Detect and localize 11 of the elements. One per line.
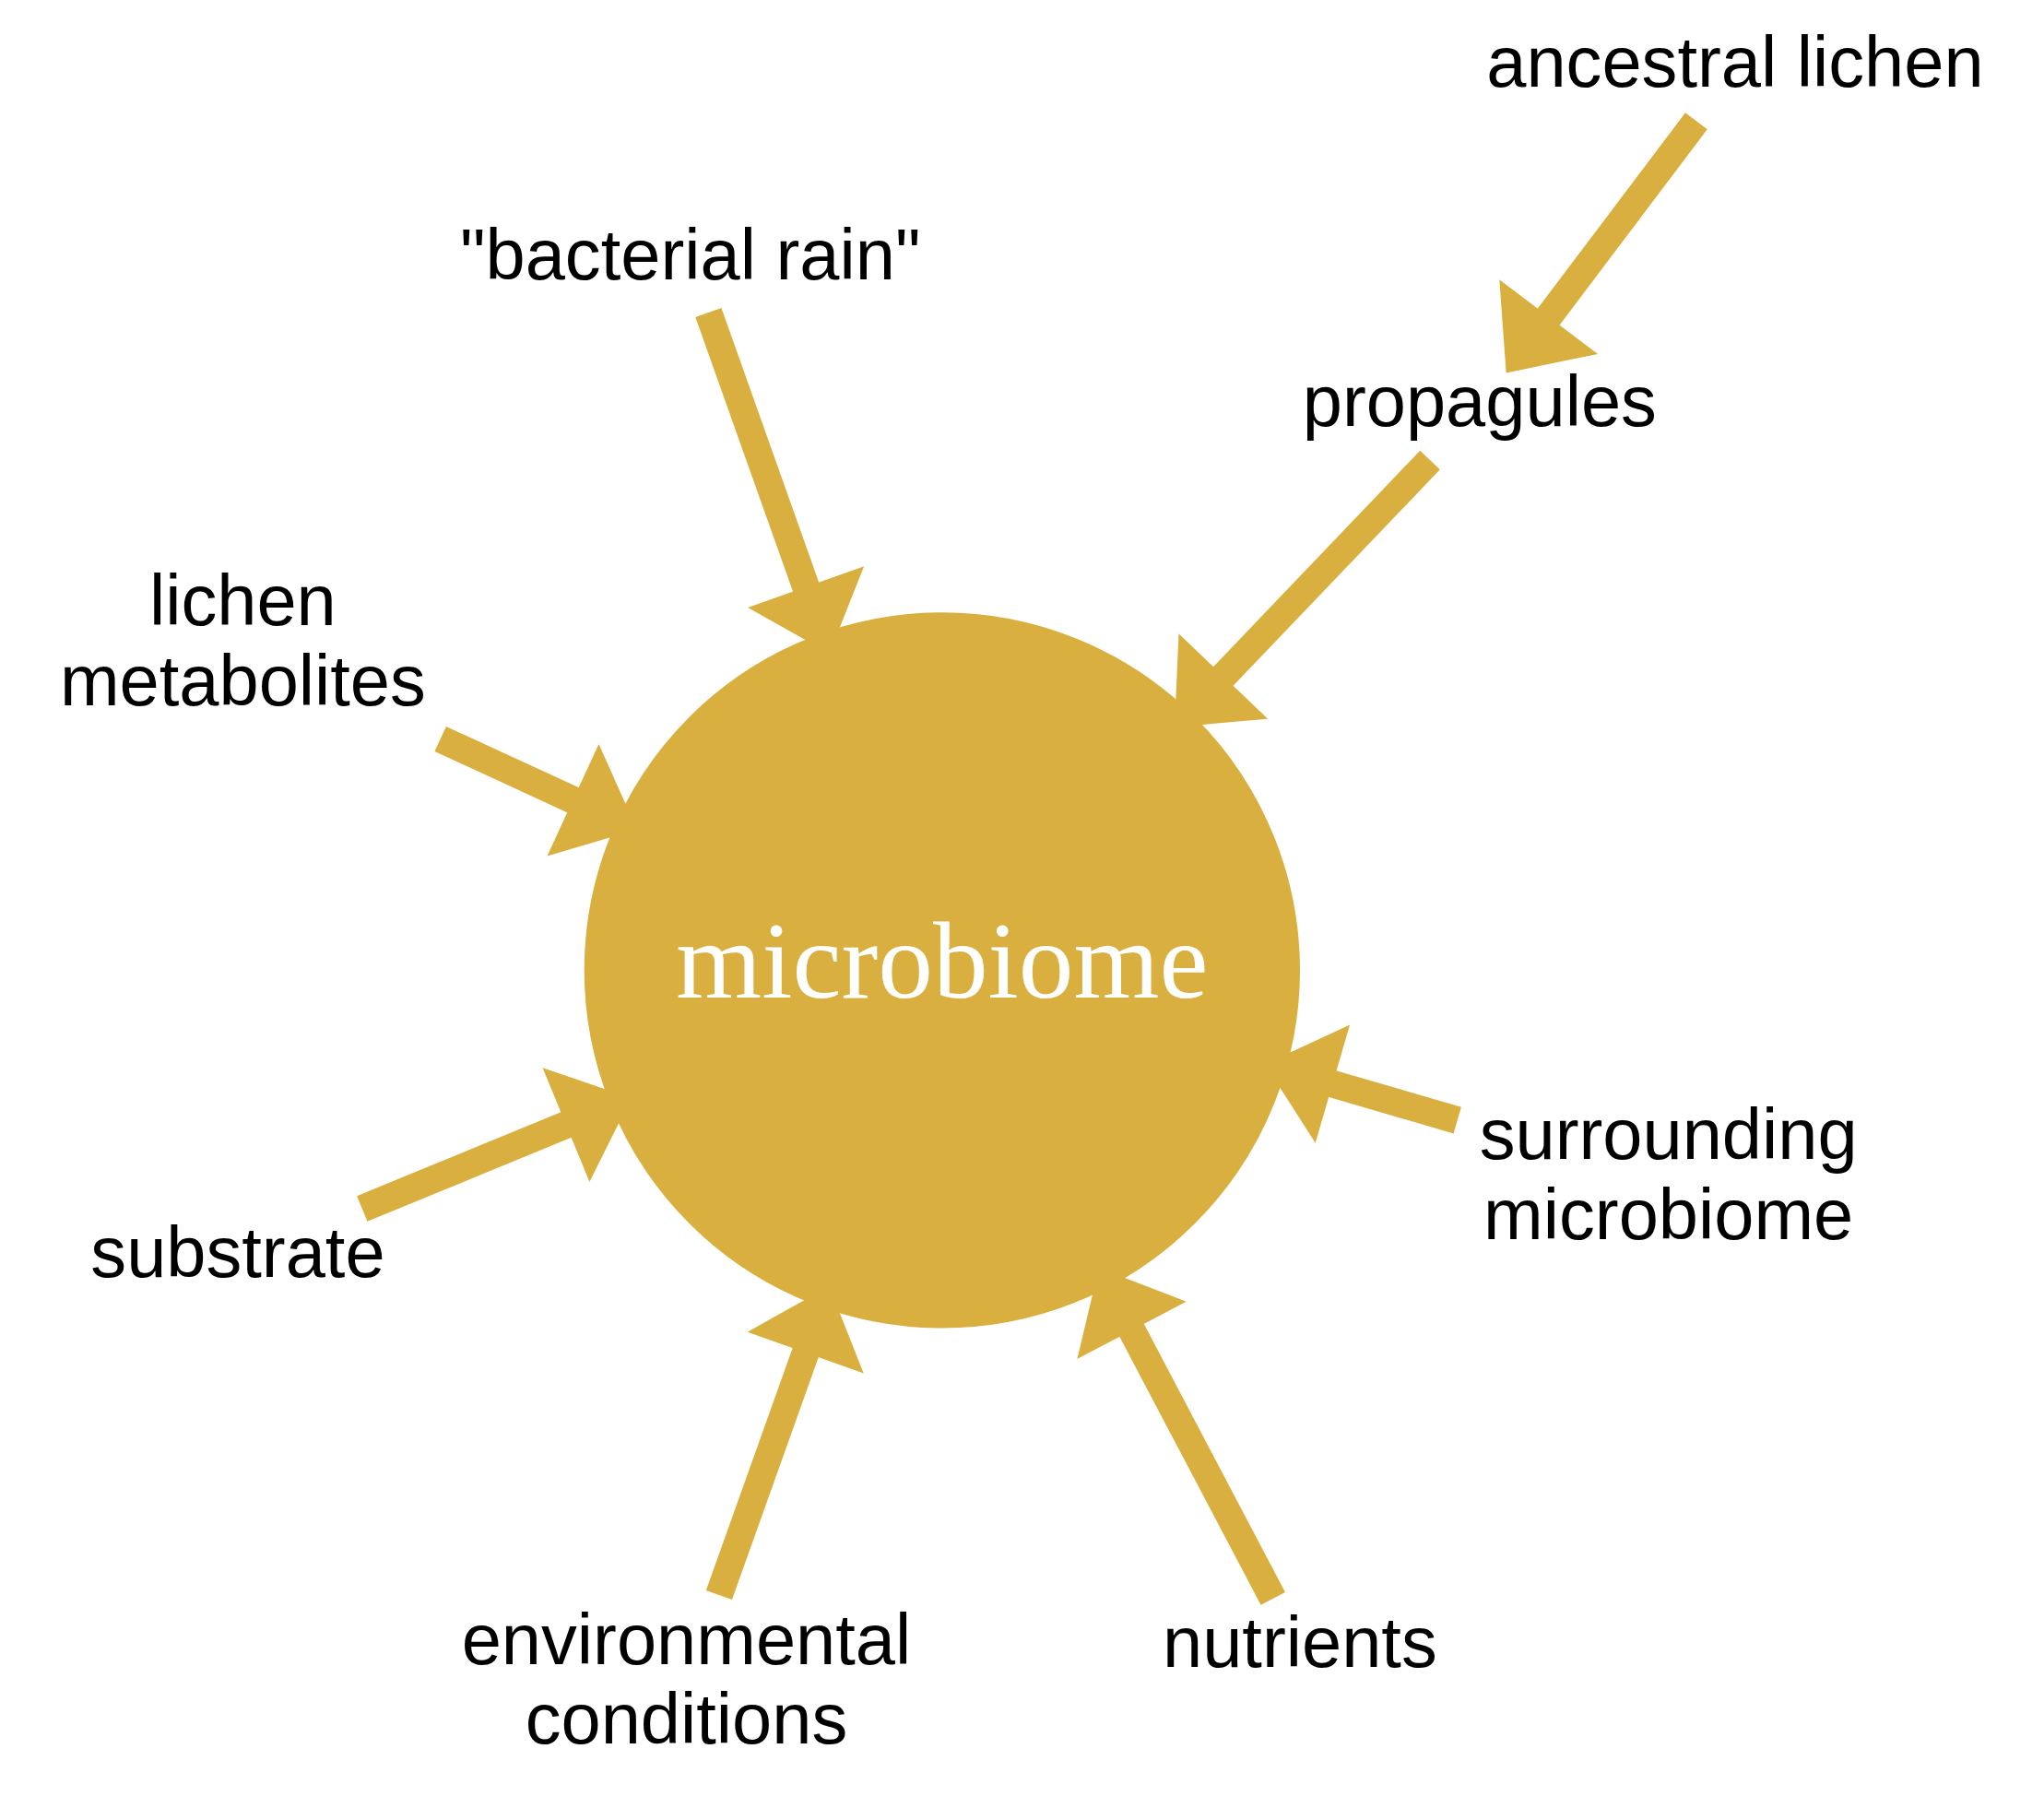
node-text: surrounding microbiome: [1479, 1094, 1858, 1254]
node-text: lichen metabolites: [59, 561, 426, 720]
node-circle: microbiome: [584, 612, 1301, 1329]
node-text: nutrients: [1163, 1602, 1437, 1683]
node-text: propagules: [1302, 360, 1657, 441]
node-text: "bacterial rain": [459, 214, 921, 294]
arrow: [1175, 450, 1440, 727]
node-text: substrate: [90, 1212, 385, 1293]
node-text: environmental conditions: [461, 1599, 912, 1759]
node-text: ancestral lichen: [1486, 22, 1984, 102]
arrow: [1499, 112, 1707, 373]
